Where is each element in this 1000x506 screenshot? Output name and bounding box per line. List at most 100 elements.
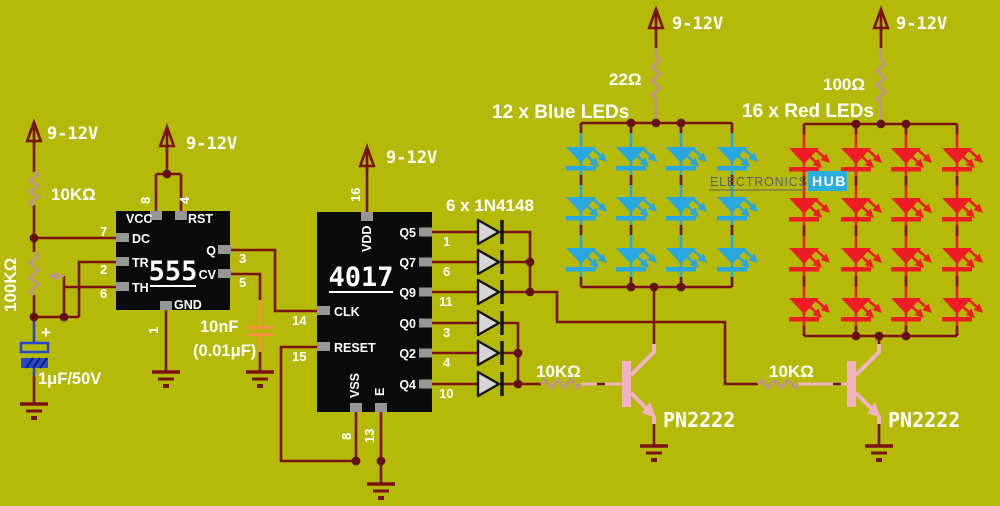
- left-rail-wires: [32, 140, 116, 404]
- pin-label-q0: Q0: [399, 317, 416, 331]
- base-resistor-2-label: 10KΩ: [769, 362, 814, 381]
- resistor-10k-label: 10KΩ: [51, 185, 96, 204]
- watermark-brand: ELECTRONICS: [710, 175, 808, 189]
- ground-icon: [150, 370, 182, 388]
- led-icon: [614, 246, 659, 273]
- led-icon: [940, 246, 985, 273]
- led-icon: [715, 195, 760, 222]
- supply-label-4: 9-12V: [672, 14, 723, 34]
- led-icon: [614, 145, 659, 172]
- led-icon: [787, 246, 832, 273]
- pin-number-2: 2: [100, 262, 107, 277]
- pin8-stub: [350, 403, 362, 412]
- led-icon: [664, 246, 709, 273]
- pin-label-vdd: VDD: [360, 226, 374, 252]
- 555-cv-wire: [230, 272, 262, 300]
- diodes-label: 6 x 1N4148: [446, 196, 534, 215]
- ground-icon: [244, 370, 276, 388]
- pin11-stub: [419, 287, 432, 297]
- supply-label-5: 9-12V: [896, 14, 947, 34]
- pin-label-dc: DC: [132, 232, 150, 246]
- pin7-stub: [116, 233, 129, 242]
- ic-555-title: 555: [149, 256, 198, 287]
- pin-number-8: 8: [138, 197, 153, 204]
- blue-array-label: 12 x Blue LEDs: [492, 102, 629, 123]
- diode-1n4148-icon: [476, 218, 504, 246]
- pin-number-13: 13: [362, 429, 377, 443]
- pin8-stub: [150, 211, 162, 220]
- red-led-matrix: [787, 124, 985, 336]
- blue-led-matrix: [564, 123, 760, 287]
- pin-label-cv: CV: [199, 268, 217, 282]
- 555-power-wires: [154, 144, 183, 211]
- junction-dots: [29, 118, 911, 466]
- pin4-stub: [419, 348, 432, 358]
- pin-label-q7: Q7: [399, 256, 416, 270]
- pin4-stub: [175, 211, 187, 220]
- potentiometer-100k: [28, 250, 40, 297]
- pin15-stub: [317, 342, 330, 351]
- led-icon: [787, 296, 832, 323]
- pot-wiper-arrow-icon: [48, 271, 58, 281]
- pin-label-clk: CLK: [334, 305, 360, 319]
- potentiometer-label: 100KΩ: [1, 258, 20, 312]
- watermark-tag: HUB: [812, 173, 847, 189]
- electrolytic-label: 1μF/50V: [38, 370, 101, 388]
- pin-number-14: 14: [292, 313, 307, 328]
- watermark: ELECTRONICS HUB: [709, 171, 847, 191]
- led-icon: [787, 146, 832, 173]
- 4017-reset-wire: [279, 345, 356, 463]
- 555-q-to-clk-wire: [230, 248, 317, 313]
- pin-label-vcc: VCC: [126, 212, 152, 226]
- pin-number-4: 4: [443, 355, 451, 370]
- pin-number-6: 6: [443, 264, 450, 279]
- led-icon: [664, 195, 709, 222]
- resistor-100ohm-label: 100Ω: [823, 75, 865, 94]
- pin-number-7: 7: [100, 224, 107, 239]
- supply-arrow-icon: [25, 120, 43, 149]
- transistor-pn2222-2: [845, 342, 883, 426]
- led-icon: [839, 146, 884, 173]
- pin-number-6: 6: [100, 286, 107, 301]
- pin-label-q4: Q4: [399, 378, 416, 392]
- led-icon: [715, 145, 760, 172]
- diode-1n4148-icon: [476, 339, 504, 367]
- pin-number-15: 15: [292, 349, 306, 364]
- led-icon: [614, 195, 659, 222]
- led-icon: [564, 145, 609, 172]
- supply-arrow-icon: [872, 7, 890, 36]
- pin-label-e: E: [373, 388, 387, 396]
- supply-label-1: 9-12V: [47, 124, 98, 144]
- supply-arrow-icon: [647, 7, 665, 36]
- steering-diodes: [476, 218, 504, 398]
- led-icon: [940, 196, 985, 223]
- supply-label-3: 9-12V: [386, 148, 437, 168]
- pin-number-5: 5: [239, 275, 246, 290]
- pin5-stub: [218, 269, 231, 278]
- led-icon: [664, 145, 709, 172]
- pin13-stub: [375, 403, 387, 412]
- resistor-leads: [56, 48, 883, 278]
- pin3-stub: [419, 318, 432, 328]
- led-icon: [564, 246, 609, 273]
- ic-4017-title: 4017: [328, 262, 393, 293]
- pin6-stub: [419, 257, 432, 267]
- led-icon: [564, 195, 609, 222]
- led-icon: [889, 196, 934, 223]
- pin-number-3: 3: [443, 325, 450, 340]
- pin2-stub: [116, 257, 129, 266]
- led-icon: [715, 246, 760, 273]
- led-icon: [940, 296, 985, 323]
- pin-number-16: 16: [348, 188, 363, 202]
- ic-555: VCC RST DC TR TH GND Q CV 555 8 4 1 7 2 …: [100, 196, 246, 334]
- diode-1n4148-icon: [476, 248, 504, 276]
- led-icon: [787, 196, 832, 223]
- cap-plus-label: +: [41, 323, 51, 342]
- led-icon: [889, 146, 934, 173]
- supply-label-2: 9-12V: [186, 134, 237, 154]
- resistor-22ohm-label: 22Ω: [609, 70, 642, 89]
- supply-arrow-icon: [158, 125, 176, 154]
- pin-label-q2: Q2: [399, 347, 416, 361]
